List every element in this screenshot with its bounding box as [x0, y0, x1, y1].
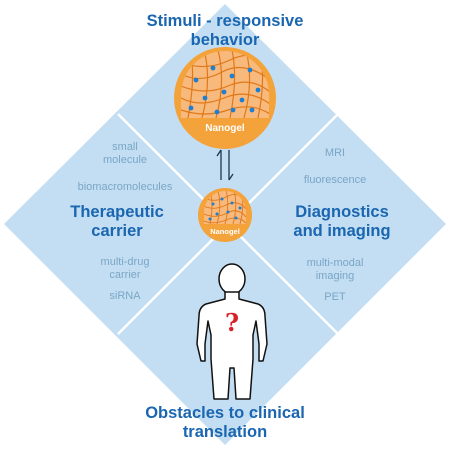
right-item-multi-modal-imaging-line-2: imaging	[315, 270, 355, 282]
left-item-multi-drug-carrier-line-1: multi-drug	[100, 256, 150, 268]
left-item-small-molecule: small molecule	[60, 141, 190, 167]
bottom-title: Obstacles to clinical translation	[0, 404, 450, 442]
right-item-multi-modal-imaging: multi-modal imaging	[270, 257, 400, 283]
double-arrow-icon	[216, 149, 234, 181]
left-title: Therapeutic carrier	[52, 203, 182, 241]
right-title: Diagnostics and imaging	[272, 203, 412, 241]
right-title-line-2: and imaging	[293, 222, 391, 240]
nanogel-large-icon	[174, 47, 276, 149]
top-title-line-2: behavior	[190, 31, 260, 49]
right-item-pet: PET	[324, 291, 346, 303]
left-item-biomacromolecules: biomacromolecules	[77, 181, 173, 193]
right-item-multi-modal-imaging-line-1: multi-modal	[306, 257, 364, 269]
left-item-multi-drug-carrier-line-2: carrier	[109, 269, 141, 281]
left-title-line-2: carrier	[91, 222, 143, 240]
left-item-small-molecule-line-2: molecule	[102, 154, 148, 166]
right-item-mri: MRI	[324, 147, 346, 159]
top-title: Stimuli - responsive behavior	[0, 12, 450, 50]
nanogel-large-label: Nanogel	[205, 123, 245, 134]
right-title-line-1: Diagnostics	[295, 203, 389, 221]
bottom-title-line-2: translation	[182, 423, 268, 441]
left-item-multi-drug-carrier: multi-drug carrier	[60, 256, 190, 282]
bottom-title-line-1: Obstacles to clinical	[145, 404, 305, 422]
top-title-line-1: Stimuli - responsive	[146, 12, 304, 30]
right-item-fluorescence: fluorescence	[303, 174, 367, 186]
nanogel-small-label: Nanogel	[210, 227, 240, 236]
left-item-sirna: siRNA	[109, 290, 141, 302]
left-title-line-1: Therapeutic	[70, 203, 164, 221]
human-figure-icon	[196, 263, 268, 400]
left-item-small-molecule-line-1: small	[112, 141, 138, 153]
nanogel-small-icon	[198, 188, 252, 242]
question-mark-icon: ?	[224, 308, 240, 337]
